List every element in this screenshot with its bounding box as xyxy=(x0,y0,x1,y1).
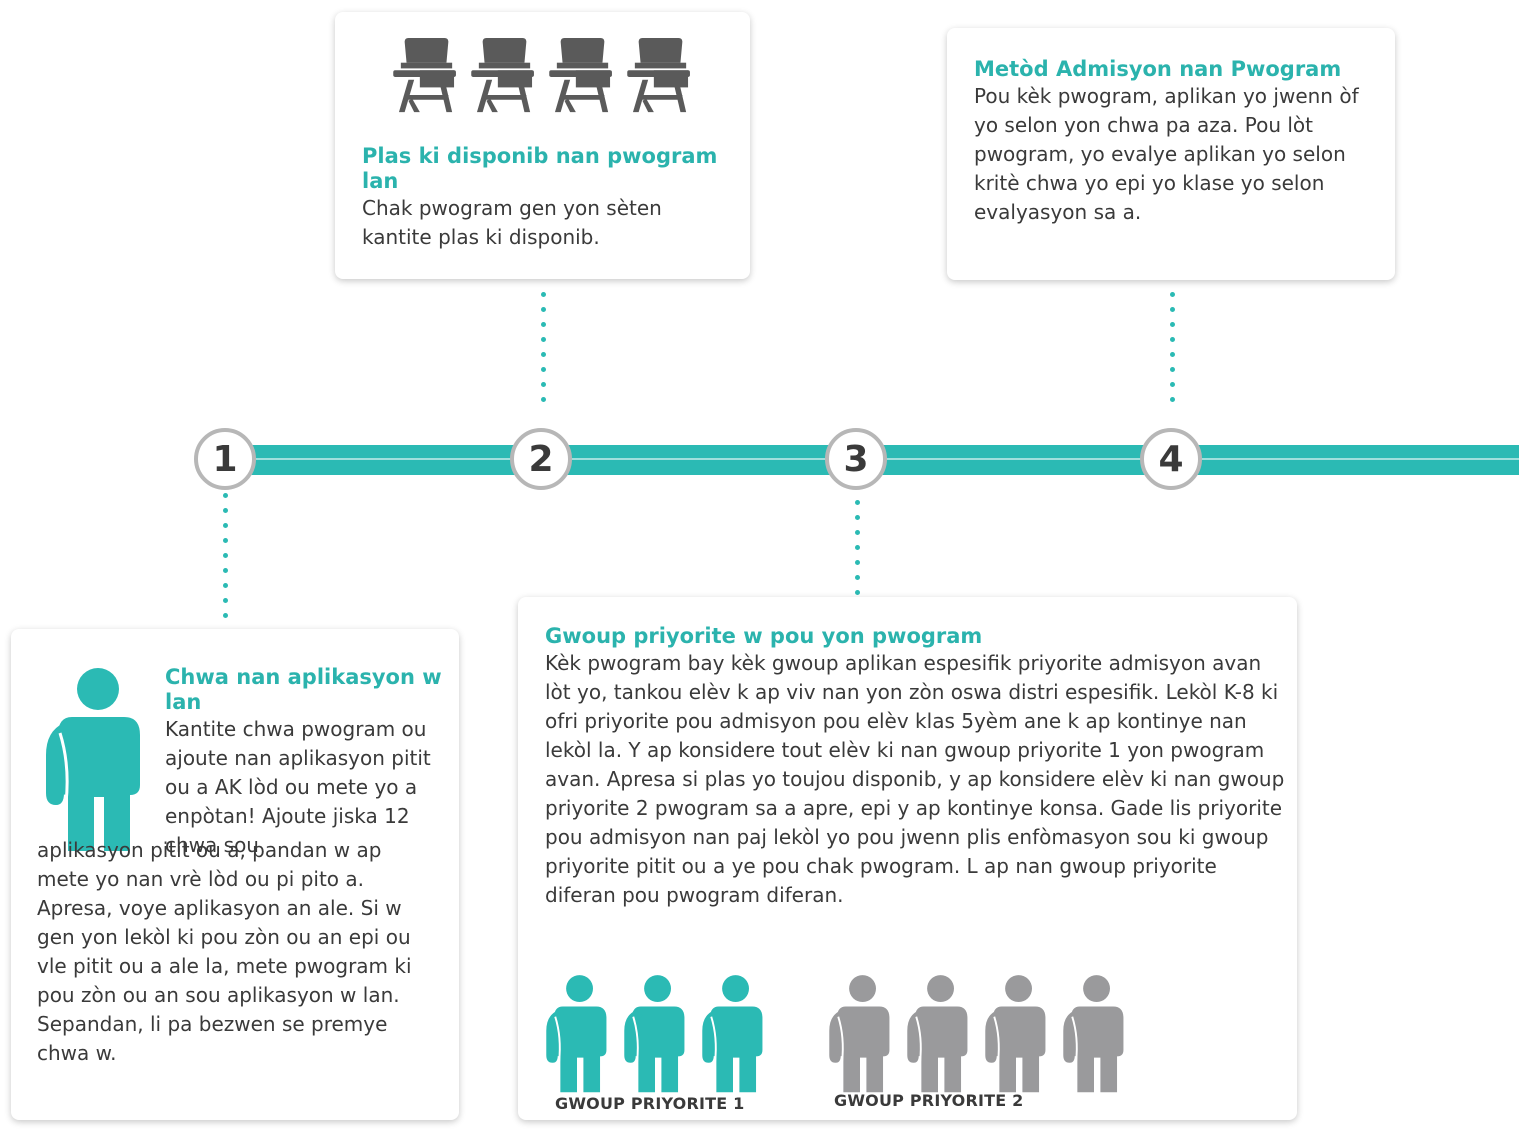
connector-step-4 xyxy=(1170,292,1176,417)
school-desk-icon xyxy=(393,38,460,114)
person-icon xyxy=(828,973,892,1095)
step-4-number: 4 xyxy=(1158,438,1184,480)
card-priority-group: Gwoup priyorite w pou yon pwogram Kèk pw… xyxy=(518,597,1297,1120)
card-body-top: Kantite chwa pwogram ou ajoute nan aplik… xyxy=(165,717,431,857)
step-1-marker: 1 xyxy=(194,428,256,490)
step-3-number: 3 xyxy=(843,438,869,480)
step-2-marker: 2 xyxy=(510,428,572,490)
school-desk-icon xyxy=(627,38,694,114)
card-title: Gwoup priyorite w pou yon pwogram xyxy=(545,624,983,648)
person-icon xyxy=(44,665,144,855)
person-icon xyxy=(701,973,765,1095)
connector-step-1 xyxy=(223,493,229,628)
card-application-choices: Chwa nan aplikasyon w lan Kantite chwa p… xyxy=(11,629,459,1120)
card-admission-method: Metòd Admisyon nan Pwogram Pou kèk pwogr… xyxy=(947,28,1395,280)
seat-icons xyxy=(393,38,694,114)
step-1-number: 1 xyxy=(212,438,238,480)
person-icon xyxy=(545,973,609,1095)
card-available-seats: Plas ki disponib nan pwogram lan Chak pw… xyxy=(335,12,750,279)
connector-step-2 xyxy=(541,292,547,417)
person-icon xyxy=(623,973,687,1095)
person-icon xyxy=(1062,973,1126,1095)
card-title: Plas ki disponib nan pwogram lan xyxy=(362,144,718,193)
priority-group-1-label: GWOUP PRIYORITE 1 xyxy=(555,1094,745,1113)
card-body: Pou kèk pwogram, aplikan yo jwenn òf yo … xyxy=(974,84,1359,224)
card-body-bottom: aplikasyon pitit ou a, pandan w ap mete … xyxy=(37,838,412,1065)
school-desk-icon xyxy=(471,38,538,114)
person-icon xyxy=(984,973,1048,1095)
card-title: Metòd Admisyon nan Pwogram xyxy=(974,57,1342,81)
connector-step-3 xyxy=(855,500,861,600)
priority-group-2-label: GWOUP PRIYORITE 2 xyxy=(834,1091,1024,1110)
priority-group-2-icons xyxy=(828,973,1126,1095)
card-body: Kèk pwogram bay kèk gwoup aplikan espesi… xyxy=(545,651,1285,907)
card-body: Chak pwogram gen yon sèten kantite plas … xyxy=(362,196,662,249)
step-2-number: 2 xyxy=(528,438,554,480)
person-icon xyxy=(906,973,970,1095)
card-title: Chwa nan aplikasyon w lan xyxy=(165,665,442,714)
step-4-marker: 4 xyxy=(1140,428,1202,490)
school-desk-icon xyxy=(549,38,616,114)
priority-group-1-icons xyxy=(545,973,765,1095)
step-3-marker: 3 xyxy=(825,428,887,490)
